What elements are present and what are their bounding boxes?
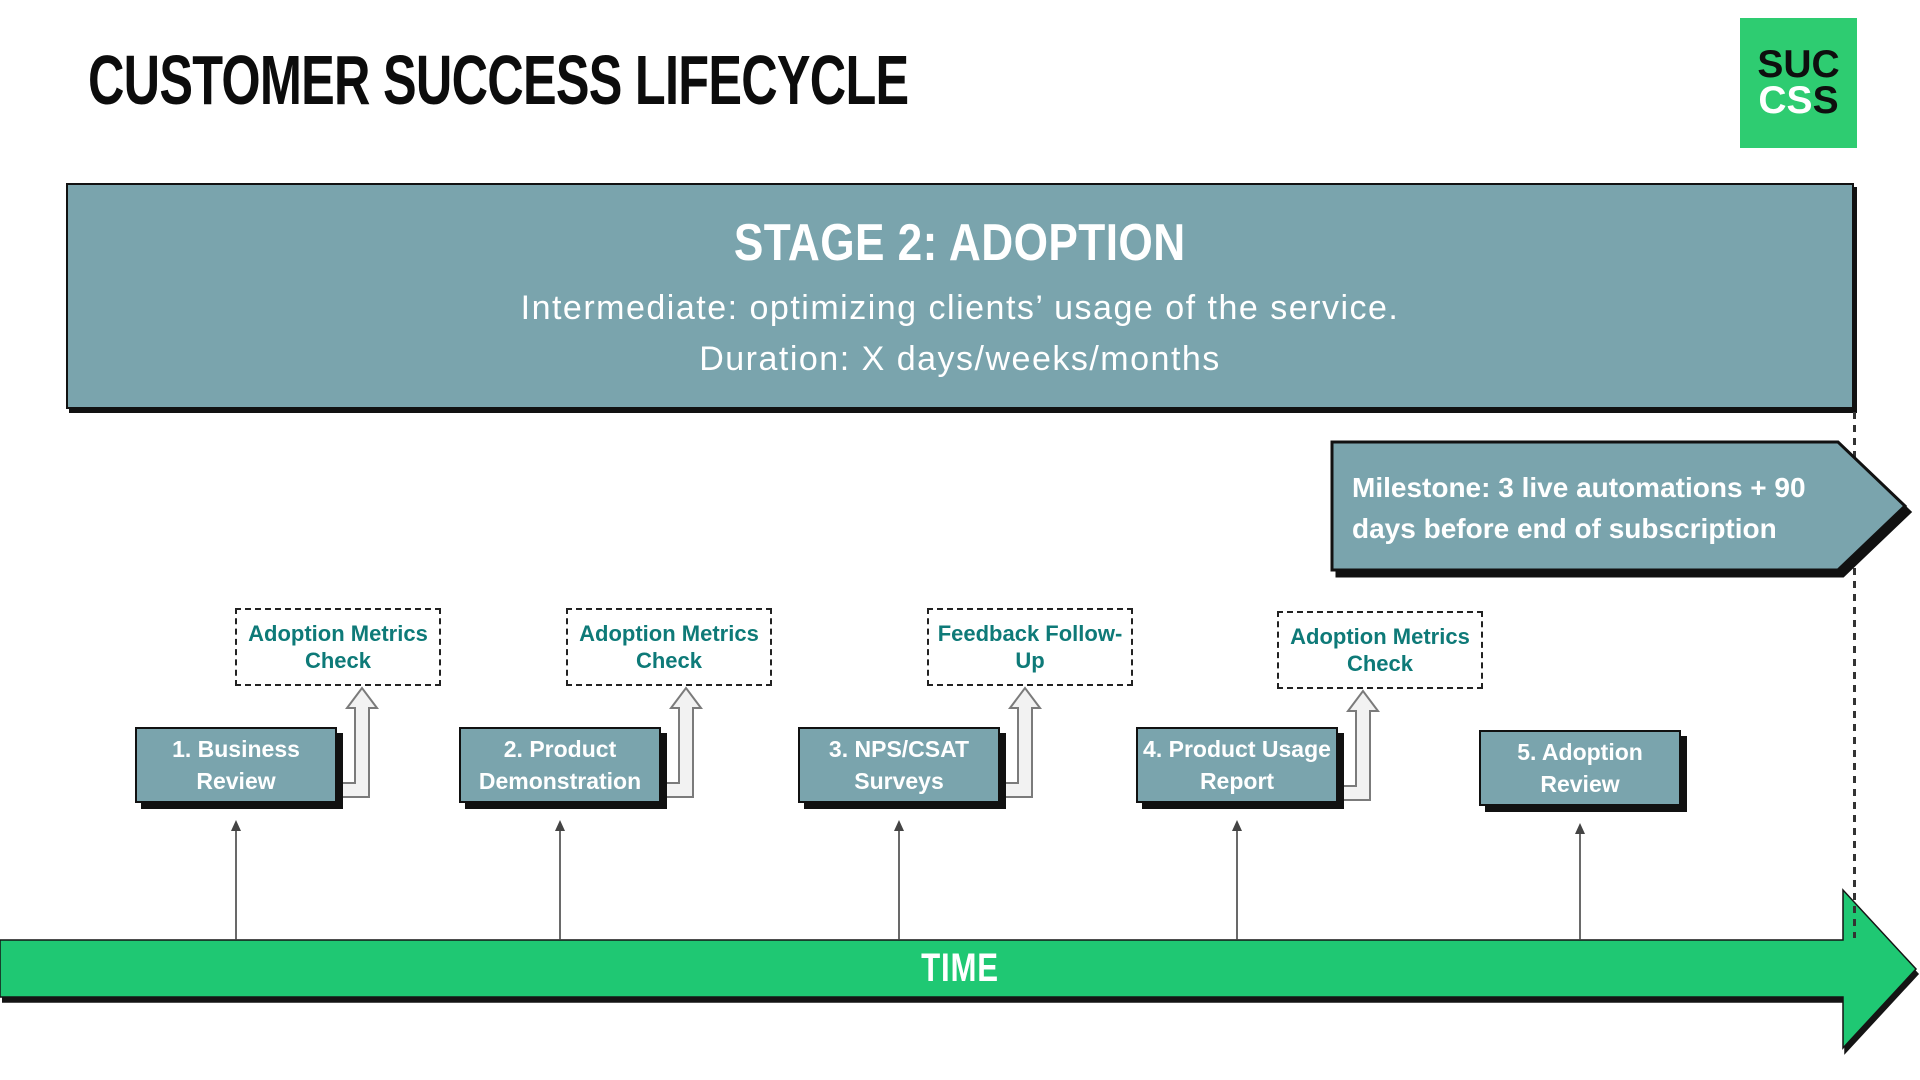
checkpoint-feedback-followup: Feedback Follow-Up xyxy=(927,608,1133,686)
success-logo: SUC CSS xyxy=(1740,18,1857,148)
stage-banner-subtitle: Intermediate: optimizing clients’ usage … xyxy=(520,289,1400,327)
checkpoint-adoption-metrics-2: Adoption Metrics Check xyxy=(566,608,772,686)
stage-banner: STAGE 2: ADOPTION Intermediate: optimizi… xyxy=(66,183,1854,409)
time-up-arrow-2 xyxy=(555,820,565,940)
milestone-label: Milestone: 3 live automations + 90 days … xyxy=(1352,472,1806,544)
logo-line2: CSS xyxy=(1758,81,1838,120)
time-up-arrow-4 xyxy=(1232,820,1242,940)
elbow-connector-1 xyxy=(331,686,379,798)
page-title: CUSTOMER SUCCESS LIFECYCLE xyxy=(88,41,909,119)
step-box-3-nps-csat-surveys: 3. NPS/CSAT Surveys xyxy=(798,727,1000,803)
stage-banner-heading: STAGE 2: ADOPTION xyxy=(734,214,1186,272)
time-up-arrow-5 xyxy=(1575,823,1585,940)
elbow-connector-2 xyxy=(655,686,703,798)
time-up-arrow-1 xyxy=(231,820,241,940)
elbow-connector-4 xyxy=(1332,689,1380,801)
elbow-connector-3 xyxy=(994,686,1042,798)
step-box-5-adoption-review: 5. Adoption Review xyxy=(1479,730,1681,806)
checkpoint-adoption-metrics-3: Adoption Metrics Check xyxy=(1277,611,1483,689)
milestone-arrow-shape xyxy=(1330,440,1908,572)
time-axis-label: TIME xyxy=(921,946,999,990)
logo-line1: SUC xyxy=(1757,43,1840,87)
checkpoint-adoption-metrics-1: Adoption Metrics Check xyxy=(235,608,441,686)
step-box-1-business-review: 1. Business Review xyxy=(135,727,337,803)
deadline-dashed-line xyxy=(1853,412,1856,938)
logo-line2-black: S xyxy=(1812,79,1839,122)
step-box-2-product-demonstration: 2. Product Demonstration xyxy=(459,727,661,803)
logo-line2-white: CS xyxy=(1758,79,1813,122)
step-box-4-product-usage-report: 4. Product Usage Report xyxy=(1136,727,1338,803)
time-axis-arrow xyxy=(0,888,1918,1050)
stage-banner-duration: Duration: X days/weeks/months xyxy=(699,340,1221,378)
time-up-arrow-3 xyxy=(894,820,904,940)
